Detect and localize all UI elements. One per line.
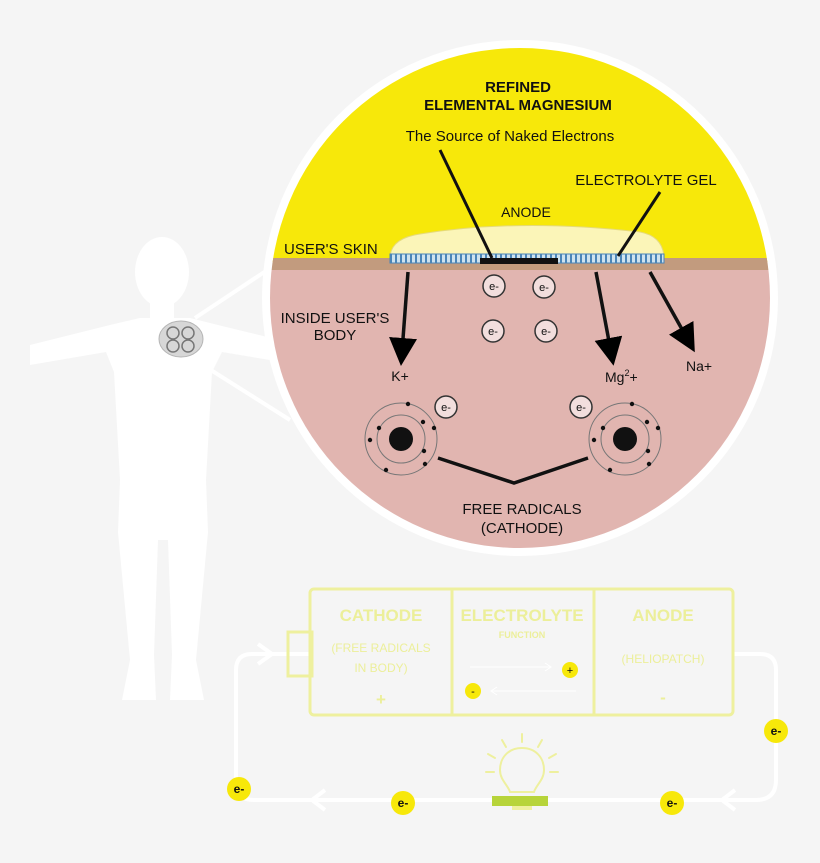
electrolyte-gel (389, 224, 665, 257)
anode-bar (480, 258, 558, 264)
subtitle: The Source of Naked Electrons (406, 128, 614, 145)
electron-3: e- (481, 319, 505, 343)
cathode-desc-line1: (FREE RADICALS (331, 641, 430, 655)
svg-text:e-: e- (541, 326, 551, 338)
svg-text:e-: e- (488, 326, 498, 338)
patch-on-chest (158, 320, 204, 358)
human-silhouette (30, 237, 300, 700)
free-radicals-bracket (437, 456, 589, 485)
title-line2: ELEMENTAL MAGNESIUM (424, 97, 612, 114)
minus-badge: - (465, 683, 481, 699)
svg-text:e-: e- (576, 402, 586, 414)
circuit-electron-badge-left: e- (227, 777, 251, 801)
circuit-arrow-bottom-right (718, 788, 737, 812)
svg-text:e-: e- (489, 281, 499, 293)
cathode-title: CATHODE (340, 606, 423, 625)
circuit-electron-badge-bottom-right: e- (660, 791, 684, 815)
electrolyte-sub: FUNCTION (499, 630, 546, 640)
inside-body-line2: BODY (314, 327, 357, 344)
title-line1: REFINED (485, 79, 551, 96)
electron-5: e- (434, 395, 458, 419)
circuit-arrow-bottom-left (308, 788, 327, 812)
circuit-electron-badge-right: e- (764, 719, 788, 743)
arrow-mg (594, 271, 623, 366)
electrolyte-gel-label: ELECTROLYTE GEL (575, 172, 716, 189)
arrow-k (389, 271, 418, 366)
arrow-na (648, 271, 695, 353)
magnifier-line-bottom (193, 358, 292, 422)
circuit-arrow-left (256, 642, 276, 666)
anode-title: ANODE (632, 606, 693, 625)
battery-terminal (286, 630, 314, 678)
svg-text:e-: e- (441, 402, 451, 414)
free-radical-atom-right (588, 401, 662, 476)
source-pointer-line (438, 149, 494, 259)
ion-k-label: K+ (391, 368, 409, 384)
anode-desc: (HELIOPATCH) (622, 652, 705, 666)
svg-text:e-: e- (234, 782, 245, 796)
svg-text:e-: e- (398, 796, 409, 810)
cathode-sign: + (376, 690, 386, 709)
svg-text:+: + (567, 665, 573, 677)
electron-4: e- (534, 319, 558, 343)
anode-label: ANODE (501, 204, 551, 220)
free-radical-atom-left (364, 401, 438, 476)
circuit-electron-badge-bottom-left: e- (391, 791, 415, 815)
electron-2: e- (532, 275, 556, 299)
free-radicals-line1: FREE RADICALS (462, 501, 581, 518)
circuit-wire (234, 652, 778, 802)
battery: CATHODE (FREE RADICALS IN BODY) + ELECTR… (286, 587, 735, 717)
anode-sign: - (660, 688, 666, 707)
free-radicals-line2: (CATHODE) (481, 520, 563, 537)
svg-text:e-: e- (539, 282, 549, 294)
electron-6: e- (569, 395, 593, 419)
ion-mg-label: Mg2+ (605, 368, 638, 385)
ion-na-label: Na+ (686, 358, 712, 374)
lightbulb-icon (485, 733, 559, 810)
cathode-desc-line2: IN BODY) (354, 661, 407, 675)
svg-text:e-: e- (771, 724, 782, 738)
skin-label: USER'S SKIN (284, 241, 378, 258)
battery-body (308, 587, 735, 717)
gel-pointer-line (616, 191, 662, 257)
plus-badge: + (562, 662, 578, 678)
electrolyte-title: ELECTROLYTE (460, 606, 583, 625)
electron-1: e- (482, 274, 506, 298)
inside-body-line1: INSIDE USER'S (281, 310, 390, 327)
svg-text:-: - (471, 686, 475, 698)
svg-text:e-: e- (667, 796, 678, 810)
